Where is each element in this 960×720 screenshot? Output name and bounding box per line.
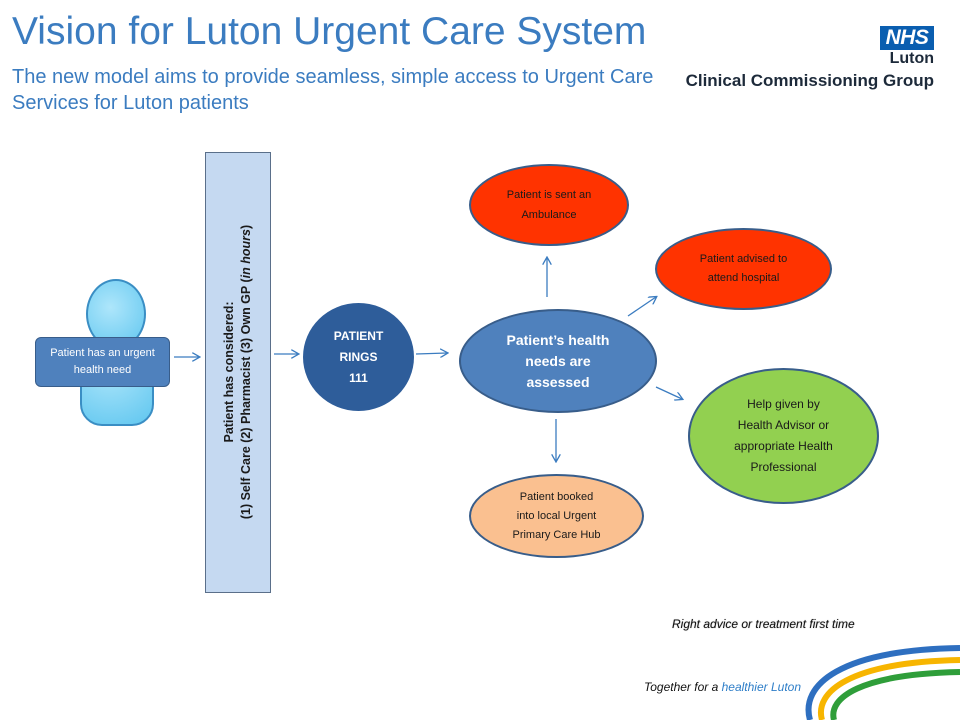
node-111-line2: RINGS	[339, 349, 378, 364]
hub-line1: Patient booked	[519, 490, 594, 503]
hub-line3: Primary Care Hub	[512, 528, 601, 541]
considered-line1: Patient has considered:	[222, 301, 236, 443]
help-line3: appropriate Health	[734, 439, 833, 453]
logo-organisation: Clinical Commissioning Group	[685, 71, 934, 90]
assessed-line2: needs are	[525, 352, 591, 369]
patient-need-box: Patient has an urgent health need	[35, 337, 170, 387]
considered-bar	[205, 152, 271, 593]
hub-line2: into local Urgent	[516, 509, 597, 522]
health-advisor-node: Help given by Health Advisor or appropri…	[688, 368, 879, 504]
arrow-assessed-to-help	[655, 386, 682, 399]
ambulance-line2: Ambulance	[521, 209, 577, 221]
assessed-line1: Patient’s health	[506, 331, 610, 348]
assessed-line3: assessed	[526, 373, 590, 390]
page-title: Vision for Luton Urgent Care System	[12, 10, 647, 53]
patient-need-label: Patient has an urgent health need	[50, 347, 155, 376]
hospital-line2: attend hospital	[707, 272, 780, 284]
logo-locality: Luton	[889, 50, 934, 67]
arrow-assessed-to-hospital	[627, 297, 656, 317]
tagline: Right advice or treatment first time	[672, 617, 855, 631]
arrow-111-to-assessed	[415, 353, 447, 354]
needs-assessed-node: Patient’s health needs are assessed	[459, 309, 657, 413]
node-111-line1: PATIENT	[333, 328, 384, 343]
node-111-line3: 111	[349, 370, 368, 385]
ambulance-node: Patient is sent an Ambulance	[469, 164, 629, 246]
help-line2: Health Advisor or	[737, 418, 830, 432]
hospital-line1: Patient advised to	[699, 253, 788, 265]
swoosh-logo-icon	[805, 645, 960, 720]
considered-label: Patient has considered: (1) Self Care (2…	[221, 152, 255, 592]
hospital-node: Patient advised to attend hospital	[655, 228, 832, 310]
help-line4: Professional	[750, 460, 817, 474]
urgent-care-hub-node: Patient booked into local Urgent Primary…	[469, 474, 644, 558]
patient-rings-111-node: PATIENT RINGS 111	[303, 303, 414, 411]
help-line1: Help given by	[747, 397, 820, 411]
ambulance-line1: Patient is sent an	[506, 189, 592, 201]
nhs-logo: NHS	[880, 26, 934, 50]
footer-slogan: Together for a healthier Luton	[644, 680, 802, 694]
page-subtitle: The new model aims to provide seamless, …	[12, 66, 654, 114]
considered-line2: (1) Self Care (2) Pharmacist (3) Own GP …	[239, 224, 253, 520]
